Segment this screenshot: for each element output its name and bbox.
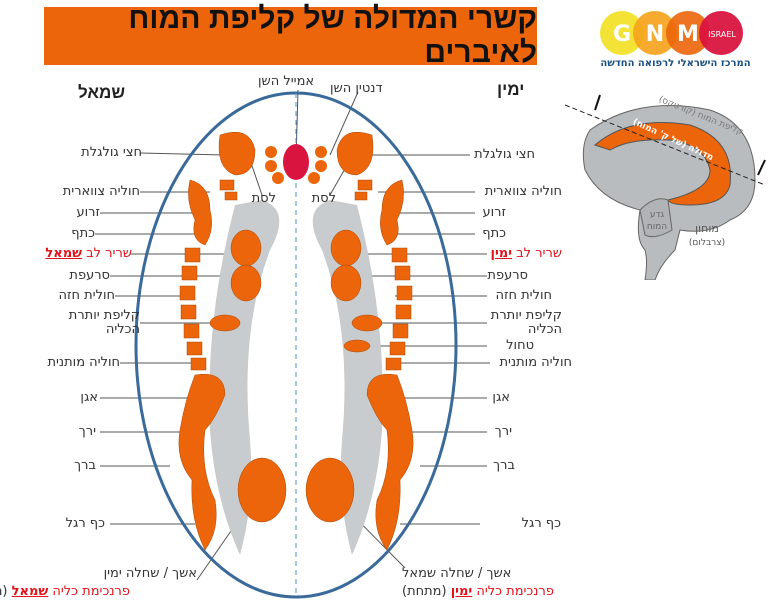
svg-text:גדע: גדע <box>650 210 665 220</box>
right-label-pelvis: אגן <box>492 390 510 405</box>
right-gray-band <box>312 200 383 555</box>
right-label-jaw: לסת <box>311 191 336 206</box>
left-label-thigh: ירך <box>78 424 96 439</box>
right-label-thoracic: חולית חזה <box>495 288 553 303</box>
brain-inset: קליפת המוח (קורטקס) מדולה (של ק' המוח) ג… <box>564 95 766 280</box>
svg-text:M: M <box>677 22 699 47</box>
right-label-arm: זרוע <box>482 205 506 220</box>
label-enamel: אמייל השן <box>258 74 315 89</box>
right-label-spleen: טחול <box>506 338 534 353</box>
left-label-diaphragm: סרעפת <box>69 268 110 283</box>
left-label-jaw: לסת <box>251 191 276 206</box>
right-label-lumbar: חוליה מותנית <box>499 355 572 370</box>
left-label-kidney: פרנכימת כליה שמאל (מתחת) <box>0 584 130 599</box>
label-dentin: דנטין השן <box>330 81 383 96</box>
left-label-arm: זרוע <box>76 205 100 220</box>
left-label-heart: שריר לב שמאל <box>45 246 132 261</box>
left-label-skull: חצי גולגלת <box>81 145 142 160</box>
right-label-diaphragm: סרעפת <box>487 268 528 283</box>
left-label-foot: כף רגל <box>65 516 105 531</box>
svg-text:N: N <box>646 22 664 47</box>
teeth <box>265 144 327 184</box>
right-side-heading: ימין <box>497 80 525 99</box>
right-label-knee: ברך <box>493 458 515 473</box>
right-label-skull: חצי גולגלת <box>474 147 535 162</box>
svg-text:מוחון: מוחון <box>695 222 719 235</box>
left-organs <box>178 131 287 551</box>
gnm-logo: G N M ISRAEL <box>600 11 743 55</box>
left-side-heading: שמאל <box>78 83 126 102</box>
right-label-testis-text: אשך / שחלה שמאל <box>402 566 512 581</box>
left-label-pelvis: אגן <box>80 390 98 405</box>
title-banner: קשרי המדולה של קליפת המוח לאיברים <box>44 2 537 69</box>
left-label-thoracic: חולית חזה <box>58 288 116 303</box>
left-label-testis: אשך / שחלה ימין <box>103 566 197 581</box>
svg-text:G: G <box>613 22 631 47</box>
left-label-knee: ברך <box>74 458 96 473</box>
right-label-shoulder: כתף <box>482 226 506 241</box>
left-gray-band <box>209 200 280 555</box>
svg-text:(צרבלום): (צרבלום) <box>689 238 725 248</box>
right-label-foot: כף רגל <box>521 516 561 531</box>
right-label-thigh: ירך <box>494 424 512 439</box>
left-label-lumbar: חוליה מותנית <box>47 355 120 370</box>
page-title: קשרי המדולה של קליפת המוח לאיברים <box>128 2 537 69</box>
leader-lines <box>95 89 490 581</box>
right-label-cervical: חוליה צווארית <box>484 184 562 199</box>
right-organs <box>305 131 414 551</box>
logo-subtitle: המרכז הישראלי לרפואה החדשה <box>600 58 751 69</box>
svg-text:המוח: המוח <box>647 222 667 232</box>
left-label-shoulder: כתף <box>71 226 95 241</box>
right-label-kidney: פרנכימת כליה ימין (מתחת) <box>402 584 554 599</box>
svg-text:ISRAEL: ISRAEL <box>708 30 736 39</box>
right-label-heart: שריר לב ימין <box>490 246 563 261</box>
left-label-cervical: חוליה צווארית <box>62 184 140 199</box>
